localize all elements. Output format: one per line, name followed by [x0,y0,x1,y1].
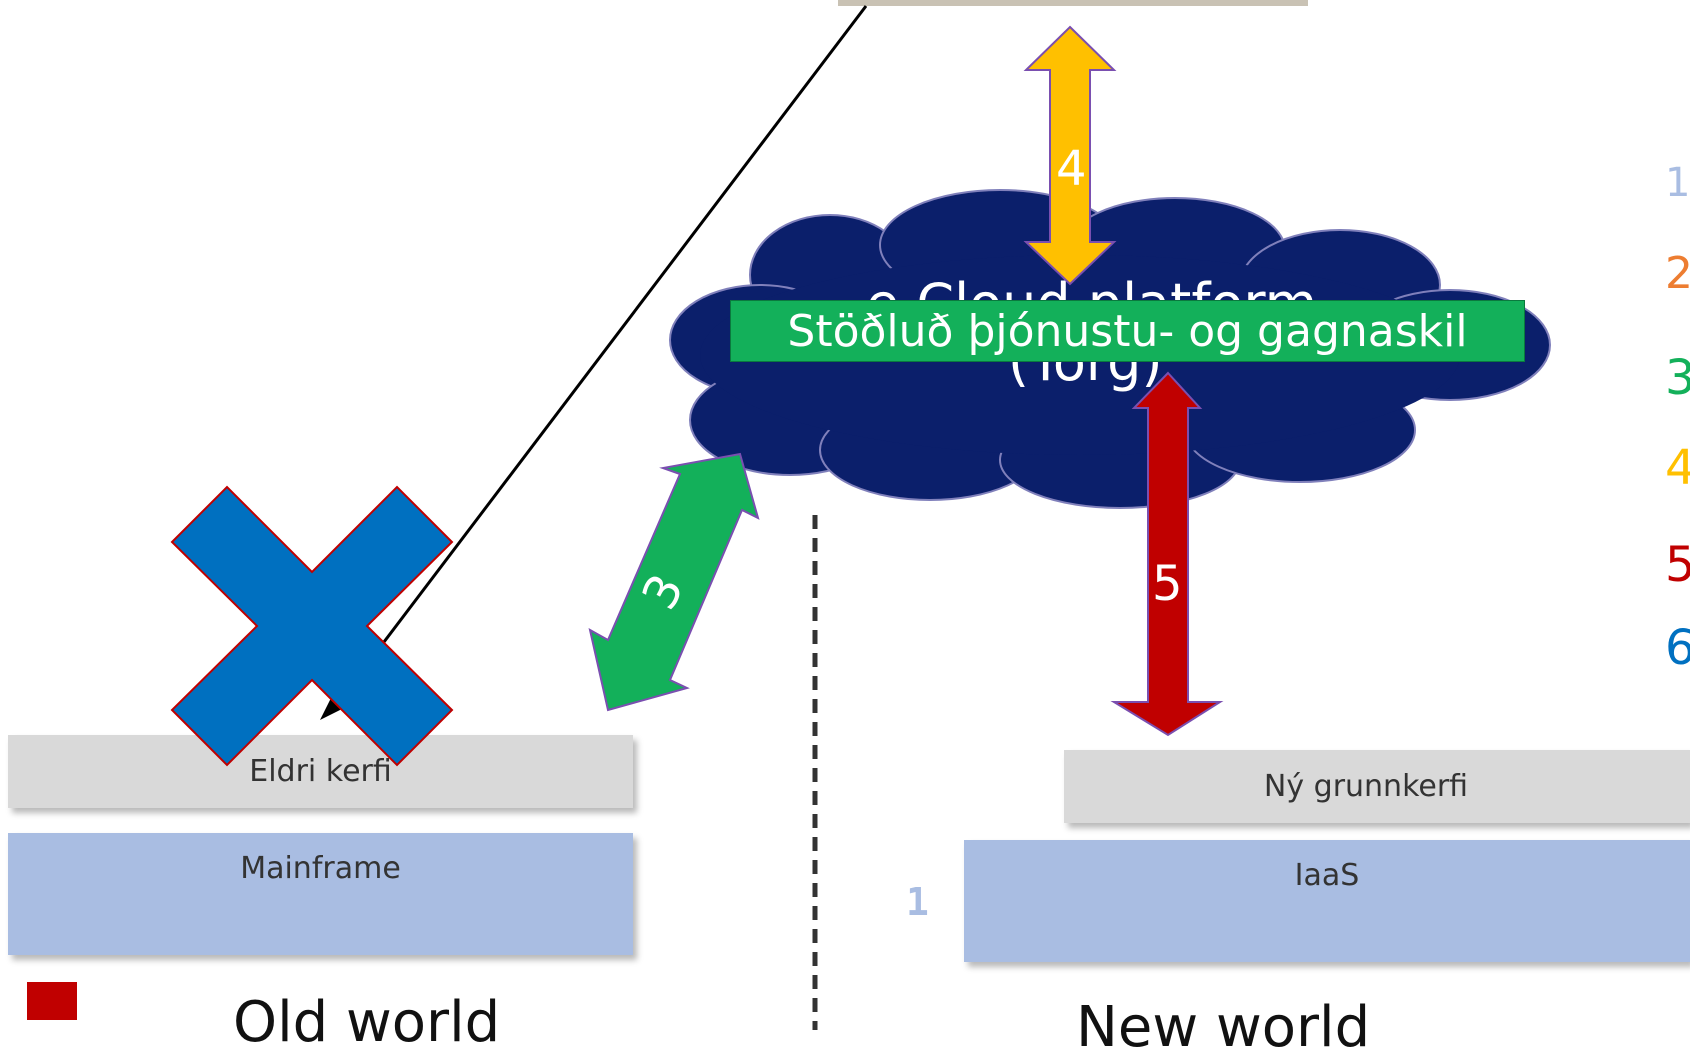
arrow-5-label: 5 [1152,556,1183,612]
iaas-label: IaaS [1294,858,1360,893]
mainframe-block: Mainframe [8,833,633,955]
old-world-label: Old world [233,990,501,1055]
new-core-systems-label: Ný grunnkerfi [1263,769,1469,804]
legend-item-4: 4 [1665,440,1690,496]
legend-item-3: 3 [1665,350,1690,406]
iaas-number: 1 [906,880,929,924]
iaas-block: IaaS [964,840,1690,962]
standard-interfaces-label: Stöðluð þjónustu- og gagnaskil [787,305,1468,357]
arrow-4-label: 4 [1056,141,1087,197]
mainframe-label: Mainframe [240,851,401,886]
legend-item-1: 1 [1665,160,1690,206]
top-image-strip [838,0,1308,6]
arrow-3-green [588,452,760,712]
diagonal-connector-line [338,5,868,701]
cross-out-icon [170,485,454,767]
legend-item-6: 6 [1665,620,1690,676]
legend-item-5: 5 [1665,537,1690,593]
standard-interfaces-banner: Stöðluð þjónustu- og gagnaskil [730,300,1525,362]
arrow-4-yellow [1023,25,1117,286]
arrow-5-red [1110,371,1224,737]
legacy-systems-block: Eldri kerfi [8,735,633,808]
new-core-systems-block: Ný grunnkerfi [1064,750,1690,823]
legend-item-2: 2 [1665,248,1690,299]
legacy-systems-label: Eldri kerfi [249,754,392,789]
new-world-label: New world [1076,995,1371,1060]
legend-square [27,982,77,1020]
